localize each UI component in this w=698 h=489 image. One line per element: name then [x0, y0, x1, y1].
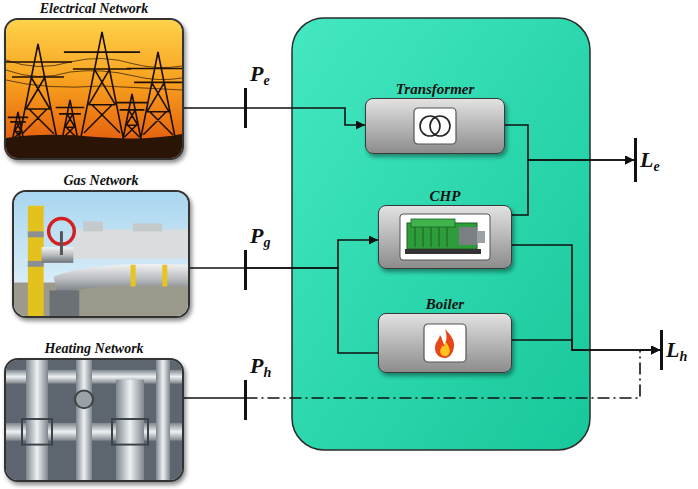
connector [184, 397, 244, 399]
graphic-part [162, 265, 167, 287]
subscript: g [263, 234, 270, 250]
graphic-part [459, 227, 477, 245]
graphic-part [400, 214, 490, 260]
bus-line [660, 330, 663, 370]
subscript: h [263, 364, 271, 380]
subscript: e [263, 72, 269, 88]
network-illustration [4, 18, 184, 160]
energy-hub-region [292, 18, 590, 450]
graphic-part [399, 213, 491, 261]
component-body [378, 313, 512, 373]
graphic-part [60, 231, 63, 255]
graphic-part [6, 360, 182, 480]
graphic-part [423, 323, 467, 363]
network-title: Electrical Network [4, 0, 184, 18]
graphic-part [156, 360, 170, 480]
graphic-part [430, 116, 450, 136]
bus-bar: Pg [244, 224, 273, 290]
connector [505, 125, 634, 160]
graphic-part [28, 261, 44, 267]
subscript: h [679, 348, 687, 364]
graphic-part [42, 247, 74, 263]
graphic-part [28, 231, 44, 237]
bus-line [634, 138, 637, 182]
subscript: e [653, 158, 659, 174]
graphic-part [112, 419, 148, 445]
component-title: Transformer [365, 80, 505, 98]
connector [246, 268, 379, 353]
network-illustration [12, 190, 190, 318]
graphic-part [76, 360, 92, 480]
network-picture-box: Gas Network [12, 172, 190, 318]
graphic-part [133, 223, 163, 231]
network-picture-box: Heating Network [4, 340, 184, 482]
component-title: Boiler [378, 295, 512, 313]
graphic-part [22, 419, 52, 445]
network-title: Gas Network [12, 172, 190, 190]
component-body [378, 205, 512, 269]
graphic-part [477, 231, 485, 243]
bus-label: Ph [250, 354, 271, 378]
bus-label: Pg [250, 224, 271, 248]
graphic-part [131, 265, 136, 287]
graphic-part [83, 222, 103, 232]
graphic-part [75, 390, 93, 408]
bus-label: Pe [250, 62, 270, 86]
graphic-part [6, 32, 182, 144]
graphic-part [73, 229, 188, 259]
graphic-part [14, 192, 188, 316]
bus-line [244, 250, 247, 290]
component-box: Boiler [378, 295, 512, 373]
graphic-part [405, 249, 481, 254]
component-box: CHP [378, 187, 512, 269]
connector [512, 160, 634, 215]
bus-bar: Lh [660, 330, 690, 370]
bus-bar: Ph [244, 354, 274, 420]
bus-label: Lh [666, 338, 687, 362]
connector [184, 107, 244, 109]
bus-bar: Pe [244, 62, 272, 128]
graphic-part [415, 227, 447, 247]
bus-line [244, 88, 247, 128]
connector [190, 267, 244, 269]
graphic-part [116, 380, 144, 480]
connector [246, 108, 366, 125]
connector [512, 340, 660, 350]
connector [512, 245, 660, 350]
graphic-part [6, 20, 182, 158]
graphic-part [435, 329, 454, 358]
network-illustration [4, 358, 184, 482]
graphic-part [413, 107, 457, 145]
graphic-part [440, 341, 450, 356]
graphic-part [424, 324, 466, 362]
graphic-part [50, 290, 80, 316]
graphic-part [411, 219, 455, 227]
component-body [365, 98, 505, 154]
graphic-part [28, 206, 44, 316]
graphic-part [14, 192, 188, 316]
bus-label: Le [640, 148, 660, 172]
bus-bar: Le [634, 138, 662, 182]
component-box: Transformer [365, 80, 505, 154]
graphic-part [6, 360, 182, 480]
bus-line [244, 380, 247, 420]
graphic-part [54, 264, 188, 294]
graphic-part [6, 134, 182, 158]
component-title: CHP [378, 187, 512, 205]
graphic-part [414, 108, 456, 144]
network-picture-box: Electrical Network [4, 0, 184, 160]
network-title: Heating Network [4, 340, 184, 358]
